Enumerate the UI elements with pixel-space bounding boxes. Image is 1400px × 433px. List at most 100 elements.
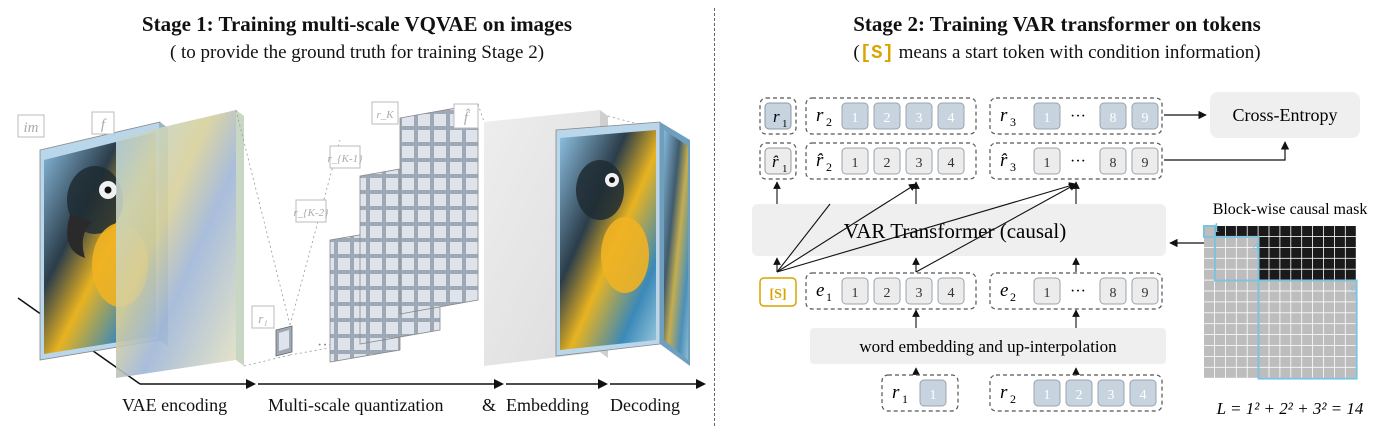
- mask-cell: [1247, 345, 1258, 356]
- source-r1-token-label: 1: [930, 388, 937, 403]
- mask-cell: [1313, 247, 1324, 258]
- mask-cell: [1214, 269, 1225, 280]
- mask-cell: [1269, 356, 1280, 367]
- mask-cell: [1214, 258, 1225, 269]
- pred-rhat3-token-label: 8: [1110, 156, 1117, 171]
- mask-cell: [1269, 367, 1280, 378]
- source-r2-token: [1129, 379, 1157, 407]
- mask-cell: [1313, 302, 1324, 313]
- mask-cell: [1236, 280, 1247, 291]
- mask-cell: [1334, 324, 1345, 335]
- target-group-r3: [989, 97, 1163, 135]
- pred-rhat2-token: [937, 147, 965, 175]
- mask-cell: [1214, 335, 1225, 346]
- arrow-vae-encoding: [246, 379, 256, 389]
- target-r3-token-label: 8: [1110, 111, 1117, 126]
- subtitle-rest: means a start token with condition infor…: [893, 42, 1261, 63]
- mask-cell: [1258, 236, 1269, 247]
- mask-cell: [1204, 291, 1215, 302]
- mask-cell: [1302, 280, 1313, 291]
- input-e2-token-label: 1: [1044, 286, 1051, 301]
- pred-rhat2-token-label: 1: [852, 156, 859, 171]
- input-e1-token-label: 2: [884, 286, 891, 301]
- mask-cell: [1247, 335, 1258, 346]
- mask-cell: [1291, 247, 1302, 258]
- target-r2-sub: 2: [826, 115, 832, 129]
- mask-cell: [1345, 345, 1356, 356]
- mask-cell: [1291, 280, 1302, 291]
- mask-cell: [1280, 345, 1291, 356]
- mask-cell: [1313, 291, 1324, 302]
- mask-cell: [1280, 269, 1291, 280]
- mask-cell: [1345, 291, 1356, 302]
- mask-cell: [1313, 345, 1324, 356]
- source-r1-sub: 1: [902, 392, 908, 406]
- mask-cell: [1258, 258, 1269, 269]
- input-e2-token-label: 8: [1110, 286, 1117, 301]
- mask-cell: [1247, 302, 1258, 313]
- mask-cell: [1334, 291, 1345, 302]
- mask-cell: [1236, 345, 1247, 356]
- mask-cell: [1280, 367, 1291, 378]
- mask-cell: [1204, 269, 1215, 280]
- var-transformer-label: VAR Transformer (causal): [844, 219, 1066, 243]
- mask-cell: [1204, 356, 1215, 367]
- mask-cell: [1291, 291, 1302, 302]
- mask-cell: [1269, 302, 1280, 313]
- mask-cell: [1302, 345, 1313, 356]
- mask-cell: [1258, 269, 1269, 280]
- mask-cell: [1204, 226, 1215, 237]
- mask-cell: [1258, 335, 1269, 346]
- mask-cell: [1302, 356, 1313, 367]
- mask-cell: [1269, 291, 1280, 302]
- mask-cell: [1280, 247, 1291, 258]
- mask-cell: [1225, 324, 1236, 335]
- input-e1-token: [905, 277, 933, 305]
- stage-divider: [714, 8, 715, 426]
- pred-r1-var: r̂: [772, 152, 779, 171]
- mask-cell: [1313, 313, 1324, 324]
- mask-cell: [1345, 335, 1356, 346]
- mask-cell: [1280, 280, 1291, 291]
- pred-rhat2-token: [841, 147, 869, 175]
- mask-cell: [1280, 291, 1291, 302]
- step-ampersand: &: [482, 395, 497, 415]
- source-group-r1: [881, 374, 959, 412]
- step-embedding: Embedding: [506, 395, 589, 415]
- mask-cell: [1291, 313, 1302, 324]
- mask-cell: [1345, 247, 1356, 258]
- source-r2-sub: 2: [1010, 392, 1016, 406]
- target-r2-token: [937, 102, 965, 130]
- mask-cell: [1204, 302, 1215, 313]
- mask-cell: [1236, 302, 1247, 313]
- source-r2-var: r: [1000, 382, 1008, 403]
- mask-cell: [1313, 236, 1324, 247]
- label-f: f: [101, 117, 107, 133]
- start-token-box: [759, 277, 797, 307]
- mask-cell: [1313, 258, 1324, 269]
- mask-cell: [1269, 226, 1280, 237]
- arrow-decoding: [696, 379, 706, 389]
- mask-cell: [1302, 269, 1313, 280]
- scale-r1-map: [275, 325, 293, 357]
- mask-cell: [1302, 324, 1313, 335]
- step-vae-encoding: VAE encoding: [122, 395, 228, 415]
- mask-cell: [1204, 236, 1215, 247]
- target-r2-token: [905, 102, 933, 130]
- mask-cell: [1334, 302, 1345, 313]
- target-r3-token-label: 1: [1044, 111, 1051, 126]
- target-r2-token-label: 4: [948, 111, 955, 126]
- mask-cell: [1258, 247, 1269, 258]
- start-token-label: [S]: [769, 287, 786, 302]
- mask-cell: [1236, 269, 1247, 280]
- mask-cell: [1214, 236, 1225, 247]
- mask-cell: [1269, 269, 1280, 280]
- target-group-r2: [805, 97, 977, 135]
- mask-cell: [1247, 324, 1258, 335]
- mask-cell: [1280, 324, 1291, 335]
- mask-cell: [1204, 335, 1215, 346]
- mask-cell: [1313, 226, 1324, 237]
- mask-cell: [1236, 291, 1247, 302]
- target-r2-token: [841, 102, 869, 130]
- stage1-pipeline-diagram: im f r₁ ··· r_{K-2} r_{K-1} r_K: [17, 101, 706, 389]
